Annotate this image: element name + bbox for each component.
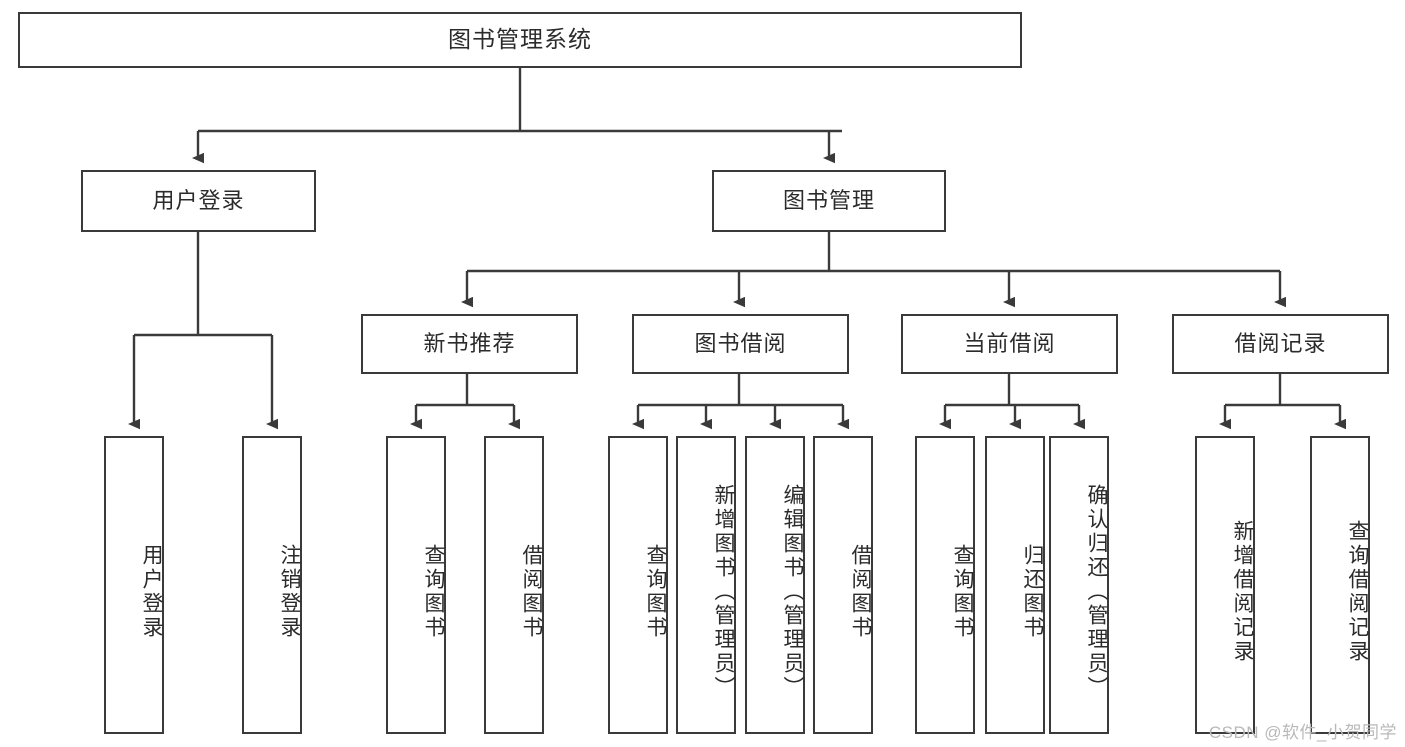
node-user-login[interactable]: 用户登录 — [81, 170, 316, 232]
node-label: 查询借阅记录 — [1346, 520, 1369, 664]
node-borrow-record[interactable]: 借阅记录 — [1172, 314, 1389, 374]
node-book-management[interactable]: 图书管理 — [712, 170, 946, 232]
leaf-query-book-recommend[interactable]: 查询图书 — [386, 436, 446, 734]
leaf-borrow-book-recommend[interactable]: 借阅图书 — [484, 436, 544, 734]
node-label: 查询图书 — [422, 544, 445, 640]
leaf-return-book[interactable]: 归还图书 — [985, 436, 1045, 734]
leaf-query-borrow-record[interactable]: 查询借阅记录 — [1310, 436, 1370, 734]
node-label: 用户登录 — [152, 187, 245, 213]
node-label: 当前借阅 — [963, 330, 1056, 356]
leaf-logout[interactable]: 注销登录 — [242, 436, 302, 734]
node-label: 确认归还（管理员） — [1085, 484, 1108, 700]
node-label: 查询图书 — [644, 544, 667, 640]
node-label: 新书推荐 — [423, 330, 516, 356]
leaf-edit-book[interactable]: 编辑图书（管理员） — [745, 436, 805, 734]
leaf-user-login[interactable]: 用户登录 — [104, 436, 164, 734]
node-root-book-management-system[interactable]: 图书管理系统 — [18, 12, 1022, 68]
leaf-confirm-return[interactable]: 确认归还（管理员） — [1049, 436, 1109, 734]
node-label: 新增图书（管理员） — [712, 484, 735, 700]
node-label: 用户登录 — [140, 544, 163, 640]
node-label: 归还图书 — [1021, 544, 1044, 640]
node-label: 查询图书 — [951, 544, 974, 640]
node-label: 借阅图书 — [849, 544, 872, 640]
node-book-borrow[interactable]: 图书借阅 — [632, 314, 849, 374]
node-label: 编辑图书（管理员） — [781, 484, 804, 700]
leaf-query-book-borrow[interactable]: 查询图书 — [608, 436, 668, 734]
node-label: 图书管理 — [782, 187, 875, 213]
node-label: 图书借阅 — [694, 330, 787, 356]
leaf-add-book[interactable]: 新增图书（管理员） — [676, 436, 736, 734]
node-label: 注销登录 — [278, 544, 301, 640]
leaf-add-borrow-record[interactable]: 新增借阅记录 — [1195, 436, 1255, 734]
node-label: 借阅记录 — [1234, 330, 1327, 356]
watermark-text: CSDN @软件_小贺同学 — [1208, 723, 1397, 742]
node-new-book-recommend[interactable]: 新书推荐 — [361, 314, 578, 374]
node-label: 借阅图书 — [520, 544, 543, 640]
node-label: 图书管理系统 — [448, 26, 592, 53]
leaf-query-book-current[interactable]: 查询图书 — [915, 436, 975, 734]
node-label: 新增借阅记录 — [1231, 520, 1254, 664]
leaf-borrow-book[interactable]: 借阅图书 — [813, 436, 873, 734]
node-current-borrow[interactable]: 当前借阅 — [901, 314, 1118, 374]
